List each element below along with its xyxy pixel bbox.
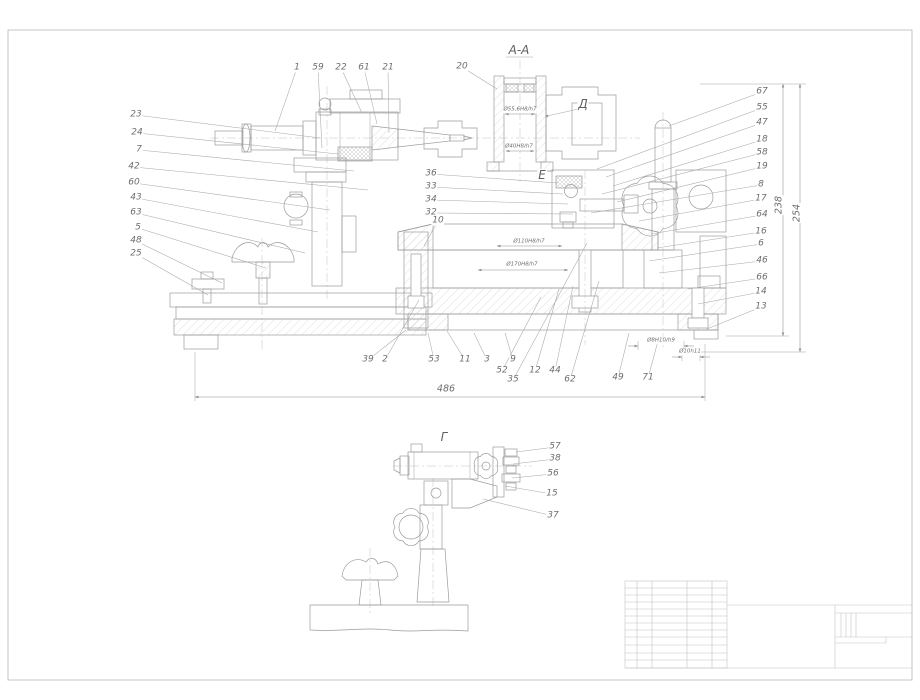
leader-line <box>133 166 369 191</box>
leader-line <box>612 139 763 187</box>
leader-line <box>512 458 556 465</box>
leader-line <box>135 240 223 284</box>
leader-line <box>135 197 319 233</box>
leader-line <box>133 182 331 211</box>
leader-line <box>638 198 762 222</box>
leader-line <box>668 91 763 127</box>
leader-line <box>656 231 762 249</box>
leader-line <box>135 253 209 296</box>
leader-line <box>473 332 488 361</box>
leader-line <box>616 166 763 203</box>
leader-line <box>601 152 763 195</box>
leader-line <box>647 340 659 379</box>
leader-line <box>650 214 763 235</box>
leader-line <box>569 280 600 381</box>
leader-line <box>136 132 339 155</box>
leader-line <box>590 184 762 214</box>
leader-line <box>367 329 407 361</box>
leader-line <box>648 243 762 262</box>
leader-line <box>135 114 321 139</box>
leader-line <box>687 277 763 290</box>
leader-line <box>605 122 763 178</box>
leader-line <box>387 67 390 134</box>
leader-line <box>430 173 559 184</box>
leader-line <box>340 67 363 114</box>
leader-line <box>697 291 762 305</box>
leader-line <box>138 149 355 172</box>
leader-line <box>427 332 435 361</box>
leader-line <box>274 67 298 132</box>
leader-line <box>446 330 466 361</box>
leader-line <box>658 260 763 274</box>
leader-line <box>512 242 588 381</box>
leader-line <box>554 285 574 372</box>
leader-line <box>363 67 378 125</box>
leader-line <box>430 212 574 215</box>
leader-line <box>135 212 306 254</box>
view-g <box>309 443 532 632</box>
leader-line <box>430 186 564 195</box>
leader-line <box>617 332 630 379</box>
leader-line <box>511 473 554 479</box>
leader-line <box>423 220 439 247</box>
title-block <box>624 580 912 669</box>
leader-line <box>461 66 498 90</box>
leader-line <box>317 67 323 149</box>
section-aa <box>423 56 617 182</box>
leader-line <box>504 332 514 361</box>
right-assembly <box>551 112 727 350</box>
leader-line <box>430 199 569 205</box>
leader-line <box>137 227 267 269</box>
center-base <box>395 170 727 345</box>
sheet-frame <box>7 29 913 681</box>
leader-line <box>706 306 762 330</box>
leader-line <box>482 498 554 517</box>
leader-line <box>546 107 584 117</box>
leader-line <box>501 296 542 372</box>
leader-line <box>504 485 553 495</box>
leader-line <box>515 446 556 453</box>
leader-line <box>596 107 763 170</box>
leader-line <box>384 299 420 361</box>
